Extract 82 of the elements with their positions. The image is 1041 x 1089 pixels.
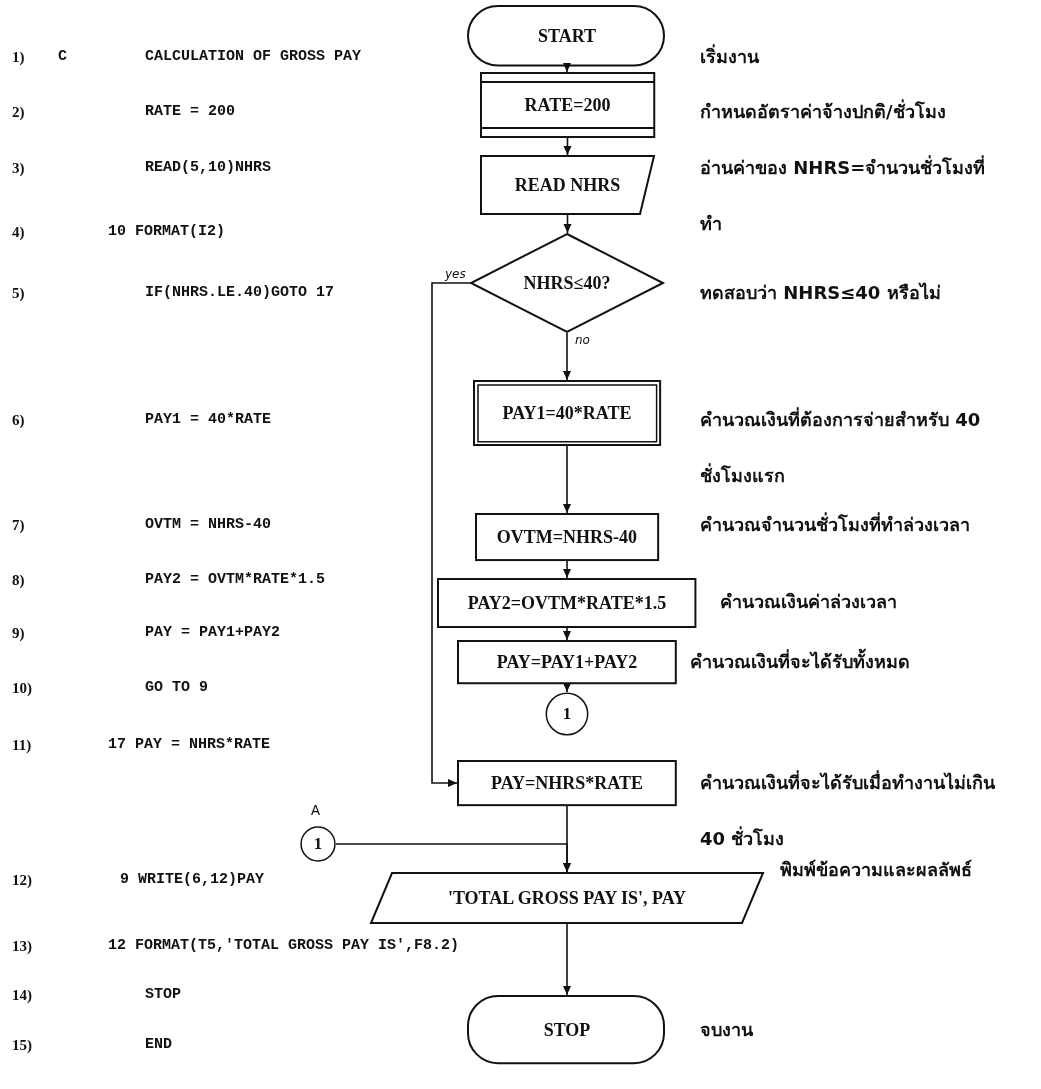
process-box: [473, 380, 661, 446]
code-line: 12 FORMAT(T5,'TOTAL GROSS PAY IS',F8.2): [108, 936, 460, 956]
line-number: 8): [12, 571, 25, 590]
code-line: GO TO 9: [145, 678, 208, 698]
step-description: จบงาน: [700, 1018, 754, 1042]
line-number: 15): [12, 1036, 32, 1055]
code-line: 10 FORMAT(I2): [108, 222, 226, 242]
line-number: 3): [12, 159, 25, 178]
process-box: [457, 760, 677, 806]
line-number: 11): [12, 736, 32, 755]
node-text: OVTM=NHRS-40: [496, 525, 638, 549]
step-description: ทดสอบว่า NHRS≤40 หรือไม่: [700, 281, 942, 305]
line-number: 7): [12, 516, 25, 535]
node-text: PAY=PAY1+PAY2: [496, 650, 638, 674]
node-text: RATE=200: [524, 93, 611, 117]
code-line: READ(5,10)NHRS: [145, 158, 272, 178]
step-description: อ่านค่าของ NHRS=จำนวนชั่วโมงที่ทำ: [700, 154, 987, 236]
arrow: [563, 63, 571, 73]
node-text: PAY2=OVTM*RATE*1.5: [467, 591, 667, 615]
step-description: กำหนดอัตราค่าจ้างปกติ/ชั่วโมง: [700, 98, 947, 124]
input-shape: [480, 155, 655, 215]
step-description: คำนวณเงินค่าล่วงเวลา: [720, 590, 898, 614]
terminal-shape: [467, 995, 667, 1065]
step-description: พิมพ์ข้อความและผลลัพธ์: [780, 858, 973, 882]
step-description: คำนวณจำนวนชั่วโมงที่ทำล่วงเวลา: [700, 511, 971, 537]
code-line: 9 WRITE(6,12)PAY: [120, 870, 265, 890]
node-text: PAY=NHRS*RATE: [491, 771, 643, 795]
code-line: PAY = PAY1+PAY2: [145, 623, 281, 643]
step-description: เริ่มงาน: [700, 43, 760, 69]
arrow: [563, 560, 571, 579]
line-number: 9): [12, 624, 25, 643]
node-text: 1: [562, 703, 572, 726]
arrow: [431, 282, 471, 787]
line-number: 12): [12, 871, 32, 890]
code-line: IF(NHRS.LE.40)GOTO 17: [145, 283, 335, 303]
edge-label: no: [574, 334, 591, 346]
code-line: END: [145, 1035, 172, 1055]
process-box: [437, 578, 697, 628]
node-text: 1: [313, 833, 323, 856]
arrow: [563, 332, 571, 381]
arrow: [563, 445, 571, 514]
arrow: [563, 627, 571, 641]
node-text: PAY1=40*RATE: [502, 401, 632, 425]
arrow: [335, 843, 571, 873]
node-text: NHRS≤40?: [523, 271, 611, 295]
node-text: STOP: [543, 1018, 591, 1042]
node-text: 'TOTAL GROSS PAY IS', PAY: [447, 886, 687, 910]
code-line: OVTM = NHRS-40: [145, 515, 272, 535]
arrow: [563, 214, 572, 234]
line-number: 2): [12, 103, 25, 122]
line-number: 1): [12, 48, 25, 67]
node-text: READ NHRS: [514, 173, 621, 197]
connector-letter: A: [311, 804, 320, 819]
terminal-shape: [467, 5, 667, 67]
code-line: C: [58, 47, 67, 67]
decision-diamond: [470, 233, 664, 333]
line-number: 14): [12, 986, 32, 1005]
code-line: STOP: [145, 985, 181, 1005]
step-description: คำนวณเงินที่ต้องการจ่ายสำหรับ 40 ชั่งโมงแรก: [700, 406, 982, 488]
code-line: PAY2 = OVTM*RATE*1.5: [145, 570, 326, 590]
step-description: คำนวณเงินที่จะได้รับทั้งหมด: [690, 634, 970, 690]
arrow: [563, 137, 572, 156]
code-line: PAY1 = 40*RATE: [145, 410, 272, 430]
arrow: [563, 683, 571, 693]
process-box: [480, 72, 655, 138]
connector-circle: [300, 826, 336, 862]
code-line: CALCULATION OF GROSS PAY: [145, 47, 362, 67]
code-line: 17 PAY = NHRS*RATE: [108, 735, 271, 755]
line-number: 6): [12, 411, 25, 430]
node-text: START: [537, 24, 597, 48]
line-number: 5): [12, 284, 25, 303]
line-number: 10): [12, 679, 32, 698]
step-description: คำนวณเงินที่จะได้รับเมื่อทำงานไม่เกิน 40 ชั่วโมง: [700, 769, 996, 851]
arrow: [563, 923, 571, 996]
process-box: [475, 513, 659, 561]
code-line: RATE = 200: [145, 102, 235, 122]
process-box: [457, 640, 677, 684]
output-shape: [370, 872, 764, 924]
edge-label: yes: [444, 268, 467, 280]
connector-circle: [545, 692, 589, 736]
line-number: 4): [12, 223, 25, 242]
line-number: 13): [12, 937, 32, 956]
